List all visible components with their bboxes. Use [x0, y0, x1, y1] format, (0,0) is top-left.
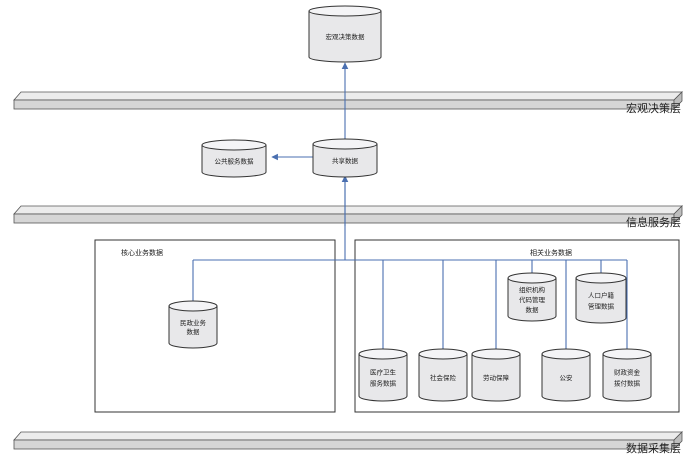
db-label-line: 社会保险: [430, 373, 457, 382]
db-label-line: 管理数据: [588, 302, 615, 311]
db-label-line: 服务数据: [370, 379, 397, 388]
public-service-db: 公共服务数据: [201, 139, 267, 178]
db-label-line: 拨付数据: [614, 379, 641, 388]
macro-decision-db: 宏观决策数据: [308, 5, 382, 63]
db-label-line: 代码管理: [519, 295, 546, 304]
db-top-cap: [418, 348, 468, 360]
shared-db: 共享数据: [312, 138, 378, 178]
layer-label-top: 宏观决策层: [626, 101, 681, 115]
db-label-line: 公安: [560, 373, 574, 382]
db-body: [602, 354, 652, 402]
db-body: [471, 354, 521, 402]
db-top-cap: [358, 348, 408, 360]
connector-lines: [192, 171, 628, 352]
arrows: [271, 62, 349, 226]
db-label-line: 共享数据: [332, 156, 359, 165]
db-label-line: 劳动保障: [483, 373, 510, 382]
db-label-line: 民政业务: [180, 318, 207, 327]
labor-db: 劳动保障: [471, 348, 521, 402]
insurance-db: 社会保险: [418, 348, 468, 402]
layer-label-bottom: 数据采集层: [626, 441, 681, 455]
police-db: 公安: [541, 348, 591, 402]
db-label-line: 宏观决策数据: [326, 32, 366, 41]
db-body: [507, 278, 557, 322]
db-top-cap: [471, 348, 521, 360]
db-body: [308, 11, 382, 63]
db-body: [575, 278, 627, 324]
db-body: [168, 306, 218, 349]
db-label-line: 医疗卫生: [370, 368, 397, 377]
db-label-line: 财政资金: [614, 368, 641, 377]
db-top-cap: [507, 272, 557, 284]
db-label-line: 数据: [526, 305, 540, 314]
layer-label-middle: 信息服务层: [626, 215, 681, 229]
db-label-line: 公共服务数据: [215, 157, 255, 166]
layer-bar-top: [13, 91, 683, 110]
db-body: [418, 354, 468, 402]
db-top-cap: [168, 300, 218, 312]
related-group-title: 相关业务数据: [530, 248, 572, 257]
db-top-cap: [541, 348, 591, 360]
core-group-title: 核心业务数据: [121, 248, 163, 257]
db-body: [312, 144, 378, 178]
db-label-line: 组织机构: [519, 285, 546, 294]
db-label-line: 数据: [187, 327, 201, 336]
db-top-cap: [602, 348, 652, 360]
db-body: [358, 354, 408, 402]
layer-bar-middle: [13, 205, 683, 224]
related-group-box: [354, 239, 680, 413]
db-body: [541, 354, 591, 402]
layer-bar-bottom: [13, 431, 683, 450]
core-group-box: [94, 239, 336, 413]
db-top-cap: [308, 5, 382, 17]
db-top-cap: [312, 138, 378, 150]
db-label-line: 人口户籍: [588, 291, 615, 300]
db-top-cap: [575, 272, 627, 284]
db-top-cap: [201, 139, 267, 151]
db-body: [201, 145, 267, 178]
